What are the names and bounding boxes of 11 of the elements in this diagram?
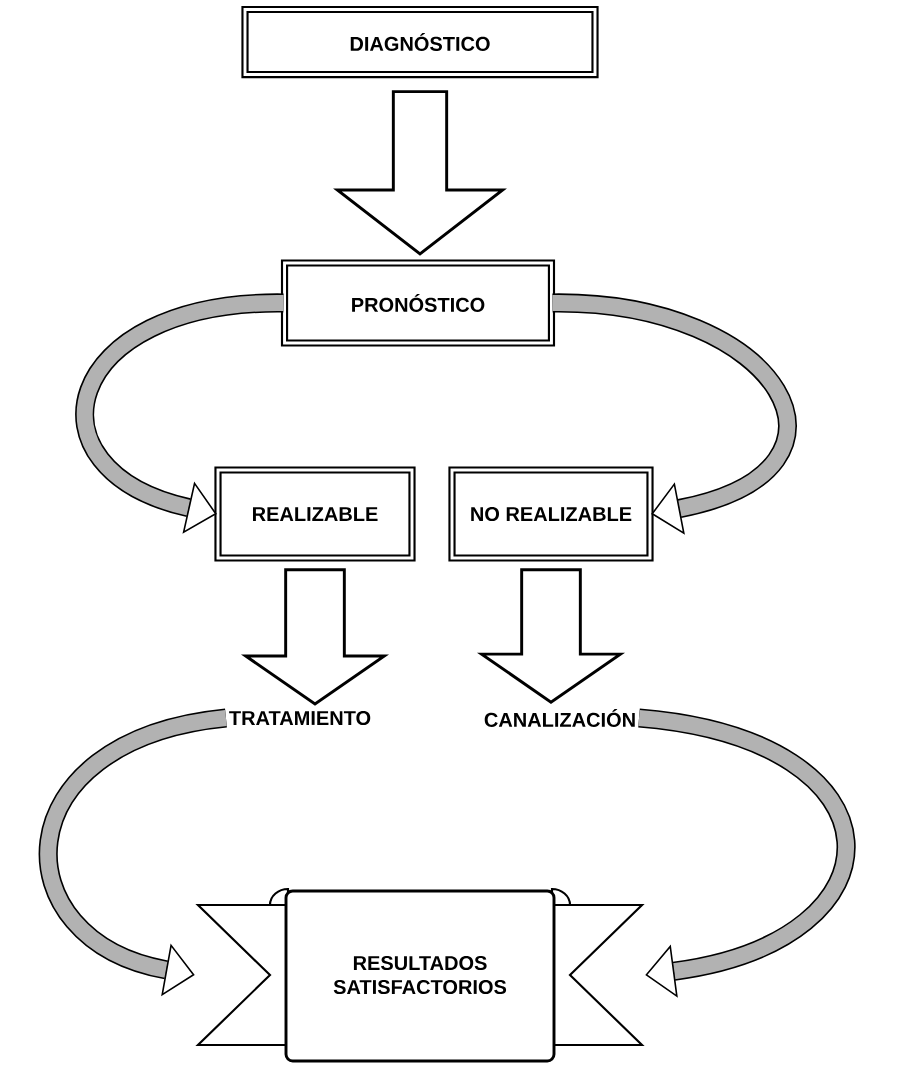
banner-drawing: RESULTADOS SATISFACTORIOS — [195, 887, 645, 1063]
curved-arrow — [552, 293, 796, 535]
block-arrow — [333, 90, 507, 256]
step-label: CANALIZACIÓN — [484, 709, 635, 727]
process-box: DIAGNÓSTICO — [241, 5, 599, 79]
process-box: PRONÓSTICO — [280, 259, 556, 347]
curved-arrow — [637, 708, 856, 998]
block-arrow — [476, 568, 626, 704]
node-label: RESULTADOS SATISFACTORIOS — [333, 955, 507, 995]
block-arrow — [240, 568, 389, 706]
step-label: TRATAMIENTO — [229, 710, 371, 726]
